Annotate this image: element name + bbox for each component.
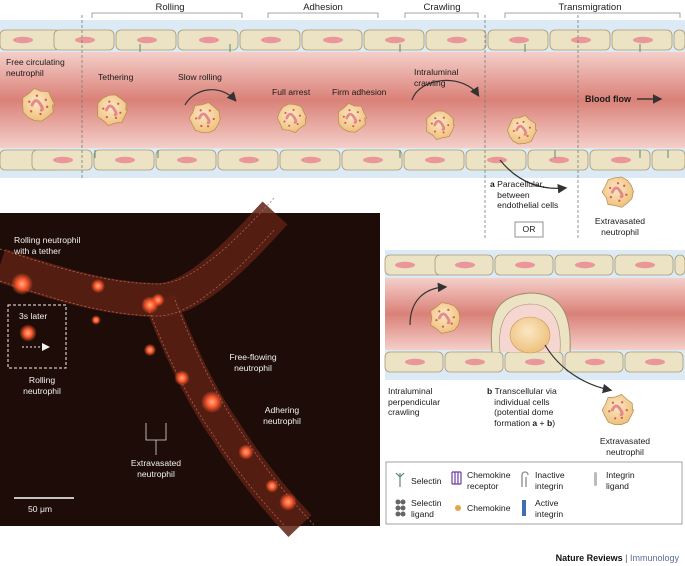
legend-chemokine: Chemokine bbox=[467, 503, 511, 513]
firm-adhesion-label: Firm adhesion bbox=[332, 87, 387, 97]
neutrophil-cell bbox=[601, 393, 635, 426]
endothelial-cell bbox=[301, 29, 363, 51]
paracellular-label: a Paracellular, between endothelial cell… bbox=[490, 179, 559, 210]
lower-vessel bbox=[384, 250, 685, 394]
inset-box bbox=[7, 304, 67, 369]
endothelial-cell bbox=[341, 149, 403, 171]
endothelial-cell bbox=[554, 254, 614, 276]
endothelial-cell bbox=[614, 254, 674, 276]
endothelial-cell bbox=[31, 149, 93, 171]
endothelial-cell bbox=[0, 29, 61, 51]
endothelial-cell bbox=[527, 149, 589, 171]
endothelial-cell bbox=[564, 351, 624, 373]
neutrophil-cell bbox=[426, 110, 456, 141]
endothelial-cell bbox=[673, 29, 685, 51]
endothelial-cell bbox=[504, 351, 564, 373]
endothelial-cell bbox=[549, 29, 611, 51]
neutrophil-cell bbox=[506, 114, 538, 145]
intraluminal-crawling-arrow bbox=[411, 79, 480, 101]
endothelial-cell bbox=[494, 254, 554, 276]
micro-3s-label: 3s later bbox=[19, 311, 48, 321]
top-neutrophils bbox=[22, 44, 669, 208]
transcellular-arrow bbox=[544, 344, 613, 394]
endothelial-cell bbox=[674, 254, 685, 276]
inactive-integrin-icon bbox=[521, 471, 529, 487]
stage-header-adhesion: Adhesion bbox=[303, 2, 343, 13]
endothelial-cell bbox=[93, 149, 155, 171]
endothelial-cell bbox=[239, 29, 301, 51]
or-label: OR bbox=[522, 224, 536, 234]
scale-bar-label: 50 μm bbox=[28, 504, 53, 514]
endothelial-cell bbox=[384, 254, 444, 276]
legend-selectin: Selectin bbox=[411, 476, 442, 486]
tethering-label: Tethering bbox=[98, 72, 134, 82]
endothelial-cell bbox=[403, 149, 465, 171]
endothelial-cell bbox=[444, 351, 504, 373]
journal-credit: Nature Reviews | Immunology bbox=[555, 553, 679, 563]
neutrophil-cell bbox=[97, 94, 129, 127]
perpendicular-crawling-arrow bbox=[409, 282, 448, 326]
endothelial-cell bbox=[589, 149, 651, 171]
legend-box bbox=[385, 461, 683, 525]
stage-dividers bbox=[81, 15, 579, 238]
intravital-micrograph bbox=[0, 196, 380, 538]
slow-rolling-arrow bbox=[184, 89, 237, 106]
selectin-ligand-icon bbox=[395, 499, 406, 517]
top-vessel bbox=[0, 20, 685, 178]
endothelial-cell bbox=[487, 29, 549, 51]
endothelial-cell bbox=[425, 29, 487, 51]
endothelial-cell bbox=[465, 149, 527, 171]
stage-header-transmigration: Transmigration bbox=[558, 2, 622, 13]
endothelial-cell bbox=[155, 149, 217, 171]
neutrophil-cell bbox=[601, 176, 635, 208]
blood-flow-label: Blood flow bbox=[585, 94, 631, 104]
chemokine-icon bbox=[455, 505, 461, 511]
paracellular-arrow bbox=[499, 159, 568, 194]
endothelial-cell bbox=[611, 29, 673, 51]
neutrophil-cell bbox=[188, 102, 222, 134]
or-box bbox=[514, 221, 544, 238]
stage-brackets bbox=[91, 12, 681, 18]
endothelial-cell bbox=[177, 29, 239, 51]
full-arrest-label: Full arrest bbox=[272, 87, 311, 97]
slow-rolling-label: Slow rolling bbox=[178, 72, 222, 82]
endothelial-row-bottom bbox=[0, 149, 685, 171]
endothelial-cell bbox=[53, 29, 115, 51]
endothelial-cell bbox=[624, 351, 684, 373]
neutrophil-cell bbox=[338, 102, 368, 133]
endothelial-cell bbox=[217, 149, 279, 171]
stage-header-rolling: Rolling bbox=[155, 2, 185, 13]
neutrophil-cell bbox=[22, 87, 56, 122]
neutrophil-cell bbox=[276, 103, 308, 134]
endothelial-row-top bbox=[0, 29, 685, 51]
active-integrin-icon bbox=[522, 500, 526, 516]
endothelial-cell bbox=[115, 29, 177, 51]
endothelial-cell bbox=[363, 29, 425, 51]
endothelial-cell bbox=[434, 254, 494, 276]
integrin-ligand-icon bbox=[594, 472, 597, 486]
neutrophil-cell bbox=[430, 302, 461, 334]
transcellular-label: b Transcellular via individual cells (po… bbox=[487, 386, 557, 428]
endothelial-cell bbox=[384, 351, 444, 373]
endothelial-cell bbox=[279, 149, 341, 171]
chemokine-receptor-icon bbox=[451, 471, 462, 485]
stage-header-crawling: Crawling bbox=[423, 2, 461, 13]
selectin-icon bbox=[395, 472, 405, 487]
